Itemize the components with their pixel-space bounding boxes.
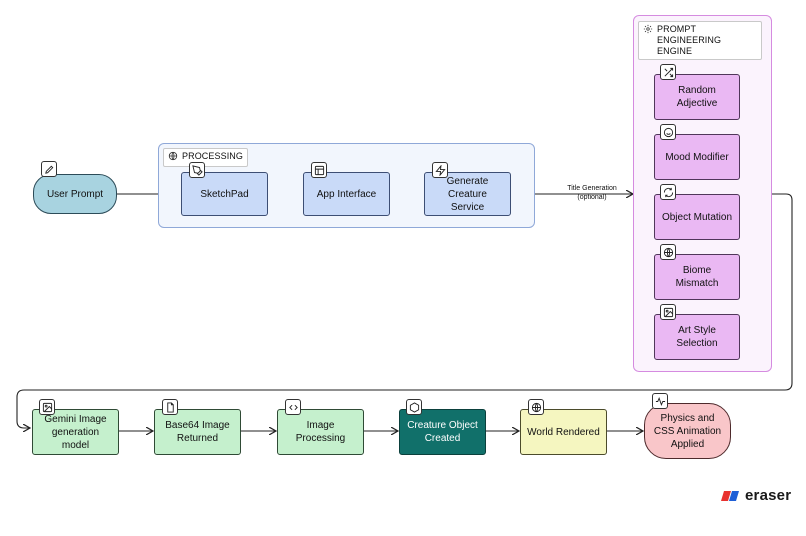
node-object-mutation[interactable]: Object Mutation <box>654 194 740 240</box>
image-icon <box>660 304 676 320</box>
pencil-icon <box>41 161 57 177</box>
node-world-rendered[interactable]: World Rendered <box>520 409 607 455</box>
node-app-interface-label: App Interface <box>316 188 377 200</box>
node-sketchpad[interactable]: SketchPad <box>181 172 268 216</box>
edge-label-line1: Title Generation <box>567 185 617 192</box>
eraser-logo-text: eraser <box>745 487 792 504</box>
pen-tool-icon <box>189 162 205 178</box>
node-user-prompt[interactable]: User Prompt <box>33 174 117 214</box>
node-base64-image-returned[interactable]: Base64 Image Returned <box>154 409 241 455</box>
layout-icon <box>311 162 327 178</box>
edge-label-line2: (optional) <box>577 194 607 201</box>
processing-group-title: PROCESSING <box>182 151 244 161</box>
gear-icon <box>643 24 653 37</box>
prompt-engine-group-title: PROMPT ENGINEERING ENGINE <box>657 24 722 56</box>
code-icon <box>285 399 301 415</box>
node-image-processing-label: Image Processing <box>295 420 346 444</box>
node-world-rendered-label: World Rendered <box>527 426 600 438</box>
globe-icon <box>168 151 178 164</box>
node-gemini-image-model-label: Gemini Image generation model <box>44 413 107 451</box>
node-mood-modifier[interactable]: Mood Modifier <box>654 134 740 180</box>
node-art-style-selection-label: Art Style Selection <box>676 325 718 349</box>
processing-group-label: PROCESSING <box>163 148 249 167</box>
prompt-engine-group-label: PROMPT ENGINEERING ENGINE <box>638 21 762 60</box>
node-physics-css-animation[interactable]: Physics and CSS Animation Applied <box>644 403 731 459</box>
node-base64-image-returned-label: Base64 Image Returned <box>165 420 230 444</box>
node-generate-creature-service[interactable]: Generate Creature Service <box>424 172 511 216</box>
refresh-icon <box>660 184 676 200</box>
file-icon <box>162 399 178 415</box>
zap-icon <box>432 162 448 178</box>
node-biome-mismatch[interactable]: Biome Mismatch <box>654 254 740 300</box>
node-creature-object-created[interactable]: Creature Object Created <box>399 409 486 455</box>
shuffle-icon <box>660 64 676 80</box>
node-random-adjective-label: Random Adjective <box>676 85 718 109</box>
activity-icon <box>652 393 668 409</box>
node-user-prompt-label: User Prompt <box>46 188 104 200</box>
image-icon <box>39 399 55 415</box>
smile-icon <box>660 124 676 140</box>
eraser-logo: eraser <box>721 487 791 504</box>
node-mood-modifier-label: Mood Modifier <box>665 151 729 163</box>
node-biome-mismatch-label: Biome Mismatch <box>675 265 719 289</box>
globe-icon <box>660 244 676 260</box>
node-app-interface[interactable]: App Interface <box>303 172 390 216</box>
node-sketchpad-label: SketchPad <box>200 188 249 200</box>
node-generate-creature-service-label: Generate Creature Service <box>446 175 489 213</box>
node-object-mutation-label: Object Mutation <box>661 211 733 223</box>
hexagon-icon <box>406 399 422 415</box>
node-image-processing[interactable]: Image Processing <box>277 409 364 455</box>
node-art-style-selection[interactable]: Art Style Selection <box>654 314 740 360</box>
node-gemini-image-model[interactable]: Gemini Image generation model <box>32 409 119 455</box>
edge-label-title-generation: Title Generation (optional) <box>557 184 627 202</box>
eraser-logo-mark <box>721 490 739 501</box>
node-random-adjective[interactable]: Random Adjective <box>654 74 740 120</box>
node-creature-object-created-label: Creature Object Created <box>407 420 478 444</box>
node-physics-css-animation-label: Physics and CSS Animation Applied <box>653 412 722 450</box>
edge-prompt-engine-gemini <box>16 193 793 428</box>
globe-icon <box>528 399 544 415</box>
